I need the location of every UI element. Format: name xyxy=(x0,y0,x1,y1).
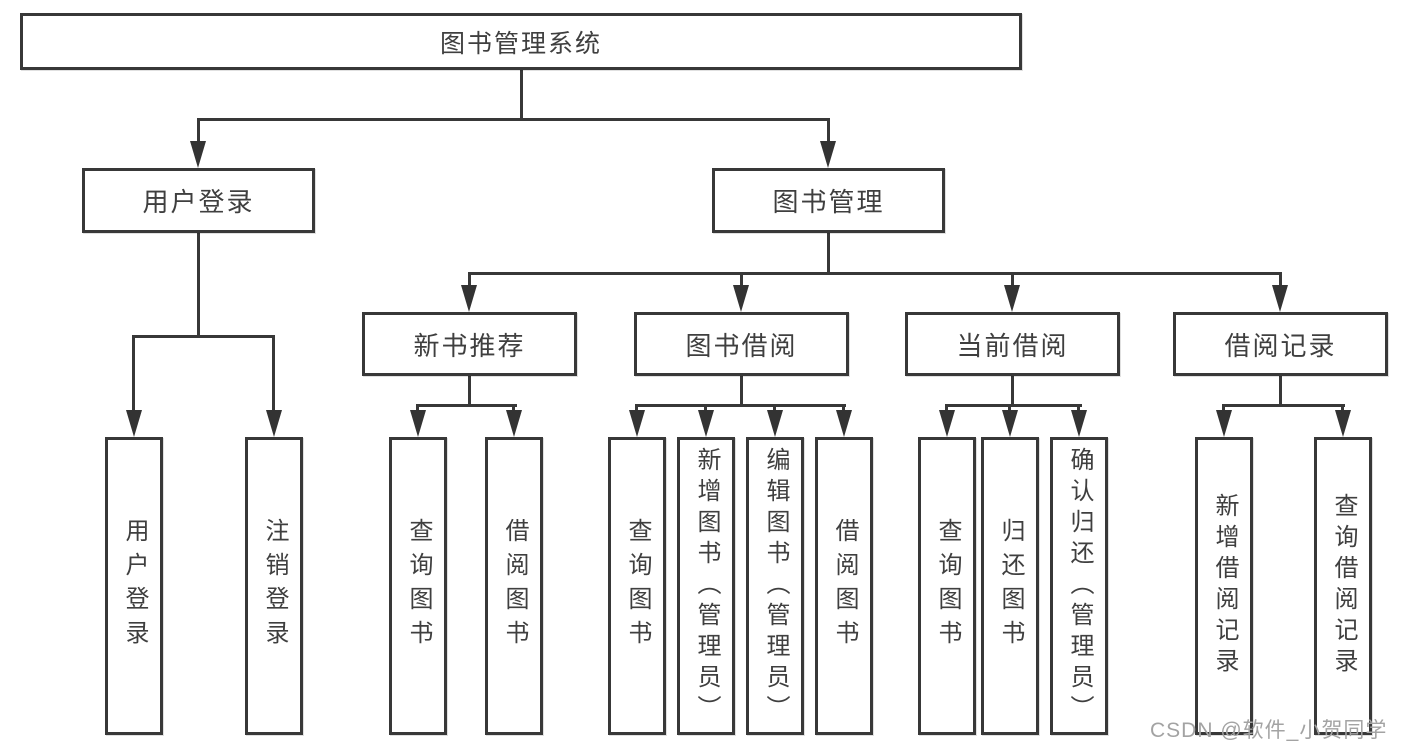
arrow-down-icon xyxy=(767,410,783,437)
leaf-logout: 注销登录 xyxy=(245,437,303,735)
connector-line xyxy=(1077,404,1080,413)
arrow-down-icon xyxy=(1216,410,1232,437)
node-new-book-recommendation: 新书推荐 xyxy=(362,312,577,376)
arrow-down-icon xyxy=(410,410,426,437)
connector-line xyxy=(1222,404,1225,413)
leaf-label: 查询图书 xyxy=(934,518,961,654)
connector-line xyxy=(197,233,200,335)
node-current-borrowing: 当前借阅 xyxy=(905,312,1120,376)
connector-line xyxy=(1008,404,1011,413)
arrow-down-icon xyxy=(461,285,477,312)
connector-line xyxy=(468,272,471,286)
connector-line xyxy=(635,404,638,413)
node-label: 新书推荐 xyxy=(413,330,526,361)
leaf-edit-books-admin: 编辑图书（管理员） xyxy=(746,437,804,735)
connector-line xyxy=(773,404,776,413)
arrow-down-icon xyxy=(836,410,852,437)
arrow-down-icon xyxy=(820,141,836,168)
arrow-down-icon xyxy=(1272,285,1288,312)
connector-line xyxy=(740,272,743,286)
connector-line xyxy=(416,404,517,407)
leaf-label: 新增借阅记录 xyxy=(1211,493,1238,679)
arrow-down-icon xyxy=(1071,410,1087,437)
csdn-watermark: CSDN @软件_小贺同学 xyxy=(1150,719,1388,742)
node-label: 用户登录 xyxy=(142,187,255,217)
leaf-label: 查询借阅记录 xyxy=(1330,493,1357,679)
leaf-label: 新增图书（管理员） xyxy=(693,446,720,726)
connector-line xyxy=(1011,272,1014,286)
connector-line xyxy=(1341,404,1344,413)
leaf-query-books-2: 查询图书 xyxy=(608,437,666,735)
leaf-query-books-1: 查询图书 xyxy=(389,437,447,735)
connector-line xyxy=(827,118,830,144)
leaf-add-books-admin: 新增图书（管理员） xyxy=(677,437,735,735)
connector-line xyxy=(132,335,275,338)
connector-line xyxy=(1011,376,1014,404)
connector-line xyxy=(635,404,846,407)
connector-line xyxy=(842,404,845,413)
connector-line xyxy=(416,404,419,413)
node-library-management-system: 图书管理系统 xyxy=(20,13,1022,70)
leaf-label: 编辑图书（管理员） xyxy=(762,446,789,726)
leaf-query-borrow-record: 查询借阅记录 xyxy=(1314,437,1372,735)
connector-line xyxy=(1222,404,1345,407)
leaf-query-books-3: 查询图书 xyxy=(918,437,976,735)
node-user-login: 用户登录 xyxy=(82,168,315,233)
arrow-down-icon xyxy=(190,141,206,168)
leaf-label: 查询图书 xyxy=(405,518,432,654)
arrow-down-icon xyxy=(126,410,142,437)
leaf-add-borrow-record: 新增借阅记录 xyxy=(1195,437,1253,735)
leaf-label: 借阅图书 xyxy=(501,518,528,654)
connector-line xyxy=(468,272,1282,275)
node-borrowing-records: 借阅记录 xyxy=(1173,312,1388,376)
leaf-label: 注销登录 xyxy=(261,518,288,654)
arrow-down-icon xyxy=(939,410,955,437)
node-label: 当前借阅 xyxy=(956,330,1069,361)
leaf-confirm-return-admin: 确认归还（管理员） xyxy=(1050,437,1108,735)
node-label: 图书管理 xyxy=(772,187,885,217)
connector-line xyxy=(1279,376,1282,404)
leaf-label: 确认归还（管理员） xyxy=(1066,446,1093,726)
node-book-management: 图书管理 xyxy=(712,168,945,233)
arrow-down-icon xyxy=(506,410,522,437)
node-label: 图书管理系统 xyxy=(439,29,602,58)
arrow-down-icon xyxy=(698,410,714,437)
connector-line xyxy=(945,404,1082,407)
leaf-borrow-books-1: 借阅图书 xyxy=(485,437,543,735)
connector-line xyxy=(132,335,135,412)
node-book-borrowing: 图书借阅 xyxy=(634,312,849,376)
connector-line xyxy=(468,376,471,404)
node-label: 图书借阅 xyxy=(685,330,798,361)
arrow-down-icon xyxy=(266,410,282,437)
arrow-down-icon xyxy=(1002,410,1018,437)
connector-line xyxy=(520,70,523,118)
leaf-return-books: 归还图书 xyxy=(981,437,1039,735)
leaf-label: 借阅图书 xyxy=(831,518,858,654)
leaf-user-login: 用户登录 xyxy=(105,437,163,735)
arrow-down-icon xyxy=(1004,285,1020,312)
node-label: 借阅记录 xyxy=(1224,330,1337,361)
connector-line xyxy=(740,376,743,404)
connector-line xyxy=(512,404,515,413)
arrow-down-icon xyxy=(733,285,749,312)
leaf-borrow-books-2: 借阅图书 xyxy=(815,437,873,735)
leaf-label: 归还图书 xyxy=(997,518,1024,654)
leaf-label: 查询图书 xyxy=(624,518,651,654)
connector-line xyxy=(197,118,200,144)
connector-line xyxy=(827,233,830,272)
connector-line xyxy=(197,118,830,121)
leaf-label: 用户登录 xyxy=(121,518,148,654)
arrow-down-icon xyxy=(629,410,645,437)
connector-line xyxy=(272,335,275,412)
connector-line xyxy=(1279,272,1282,286)
connector-line xyxy=(704,404,707,413)
arrow-down-icon xyxy=(1335,410,1351,437)
connector-line xyxy=(945,404,948,413)
